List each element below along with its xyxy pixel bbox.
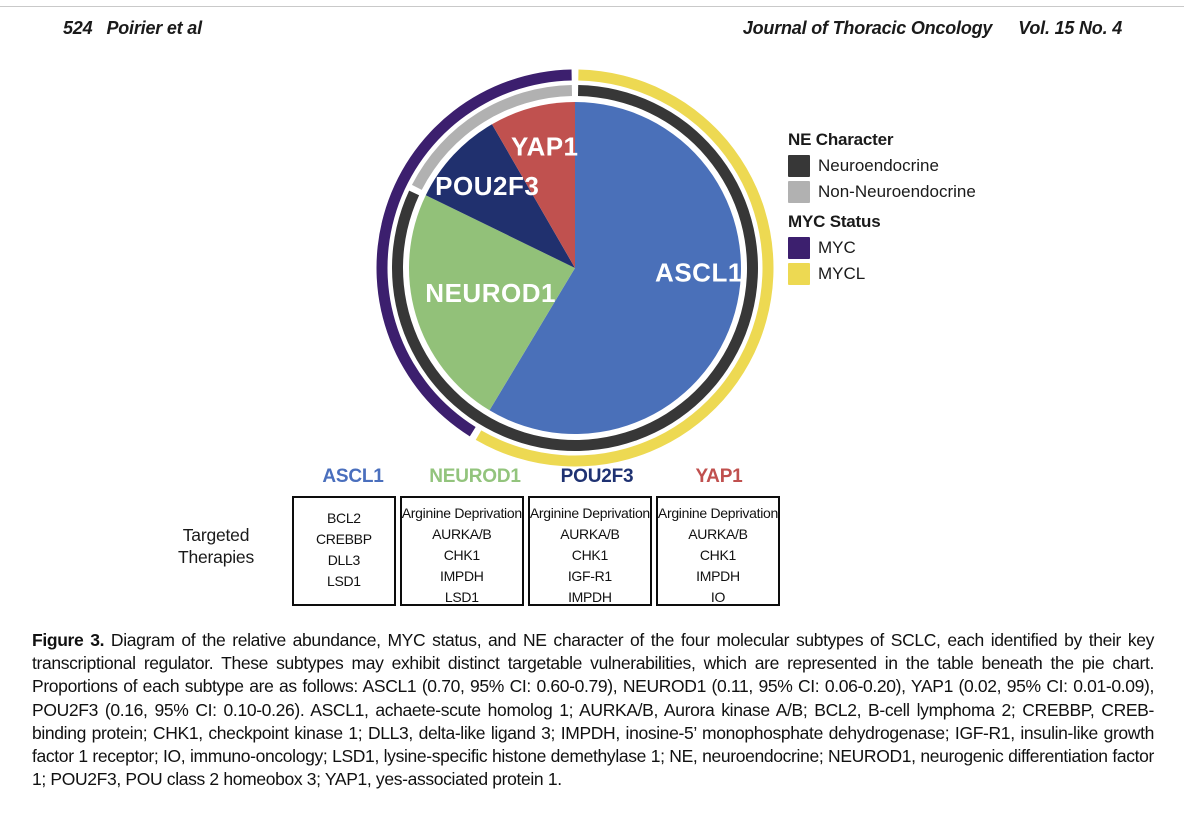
figure-caption: Figure 3. Diagram of the relative abunda…	[32, 629, 1154, 791]
page-number: 524	[63, 18, 93, 38]
pie-slice-label-neurod1: NEUROD1	[425, 278, 556, 308]
pie-slice-pou2f3	[425, 124, 575, 269]
table-cell: CREBBP	[315, 531, 372, 547]
legend-item-label: MYC	[818, 238, 856, 257]
legend-section-title: NE Character	[788, 130, 894, 149]
volume-number: Vol. 15 No. 4	[1018, 18, 1122, 38]
legend-item: MYC	[788, 235, 976, 261]
figure-caption-label: Figure 3.	[32, 630, 105, 650]
legend-section-title: MYC Status	[788, 212, 881, 231]
pie-slice-label-pou2f3: POU2F3	[435, 171, 539, 201]
legend-item: Neuroendocrine	[788, 153, 976, 179]
running-head-right: Journal of Thoracic Oncology Vol. 15 No. …	[743, 18, 1122, 39]
legend-swatch-myc	[788, 237, 810, 259]
table-cell: BCL2	[326, 510, 361, 526]
pie-slice-yap1	[492, 102, 575, 268]
table-cell: DLL3	[327, 552, 361, 568]
journal-title: Journal of Thoracic Oncology	[742, 18, 993, 38]
legend-item-label: Non-Neuroendocrine	[818, 182, 976, 201]
pie-slice-label-yap1: YAP1	[511, 132, 579, 162]
targeted-therapies-label-line: Targeted	[182, 525, 250, 545]
table-cell: AURKA/B	[432, 526, 492, 542]
table-column-header-pou2f3: POU2F3	[560, 466, 634, 487]
ring-segment-non-neuroendocrine	[411, 85, 572, 190]
legend-item: Non-Neuroendocrine	[788, 179, 976, 205]
table-cell: Arginine Deprivation	[529, 505, 650, 521]
table-cell: IMPDH	[439, 568, 484, 584]
table-column-header-yap1: YAP1	[695, 466, 743, 487]
table-cell: LSD1	[326, 573, 361, 589]
pie-slice-label-ascl1: ASCL1	[655, 257, 743, 287]
table-cell: IMPDH	[696, 568, 740, 584]
legend-swatch-mycl	[788, 263, 810, 285]
table-cell: Arginine Deprivation	[657, 505, 778, 521]
table-cell: CHK1	[443, 547, 480, 563]
top-rule	[0, 6, 1184, 7]
table-cell: Arginine Deprivation	[401, 505, 522, 521]
table-cell: IGF-R1	[567, 568, 612, 584]
pie-slice-ascl1	[489, 102, 741, 434]
table-column-header-neurod1: NEUROD1	[429, 466, 521, 487]
pie-slice-neurod1	[409, 195, 575, 411]
table-cell: CHK1	[699, 547, 737, 563]
legend-swatch-neuroendocrine	[788, 155, 810, 177]
authors: Poirier et al	[106, 18, 202, 38]
table-cell: LSD1	[444, 589, 479, 605]
legend-item-label: Neuroendocrine	[818, 156, 939, 175]
legend-item: MYCL	[788, 261, 976, 287]
running-head: 524 Poirier et al Journal of Thoracic Onc…	[0, 18, 1184, 42]
table-cell: CHK1	[571, 547, 608, 563]
figure-caption-text: Diagram of the relative abundance, MYC s…	[32, 630, 1154, 790]
legend-item-label: MYCL	[818, 264, 866, 283]
table-cell: IO	[710, 589, 726, 605]
targeted-therapies-label-line: Therapies	[177, 547, 255, 567]
table-cell: AURKA/B	[560, 526, 620, 542]
table-cell: IMPDH	[568, 589, 612, 605]
table-cell: AURKA/B	[688, 526, 748, 542]
legend-swatch-non-neuroendocrine	[788, 181, 810, 203]
table-column-header-ascl1: ASCL1	[322, 466, 384, 487]
running-head-left: 524 Poirier et al	[63, 18, 202, 39]
table-header-row: ASCL1 NEUROD1 POU2F3 YAP1	[292, 466, 780, 494]
